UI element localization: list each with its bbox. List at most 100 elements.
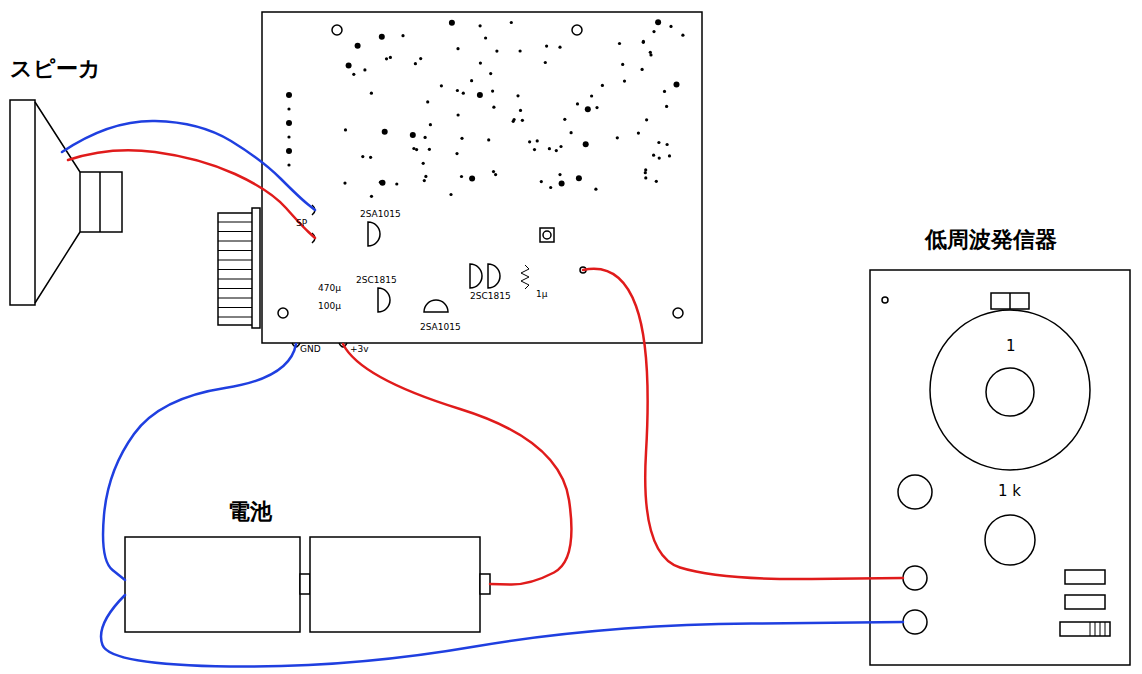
pcb-hole: [355, 43, 361, 49]
pcb-hole: [370, 92, 373, 95]
part-label: 1μ: [536, 290, 547, 300]
terminal-label: SP: [296, 219, 307, 229]
battery-cell: [125, 537, 300, 632]
pcb-hole: [616, 136, 619, 139]
pcb-hole: [412, 147, 415, 150]
wheel-ridge: [218, 222, 252, 223]
pcb-hole: [352, 73, 355, 76]
pcb-hole: [555, 149, 558, 152]
pcb-hole: [637, 132, 640, 135]
pcb-hole: [545, 45, 548, 48]
pcb-hole: [570, 131, 573, 134]
wheel-ridge: [218, 307, 252, 308]
pcb-hole: [563, 118, 566, 121]
pcb-hole: [536, 139, 539, 142]
pcb-hole: [449, 193, 452, 196]
pcb-hole: [382, 129, 388, 135]
pcb-hole: [287, 135, 290, 138]
frequency-dial: [930, 310, 1090, 470]
pcb-hole: [462, 92, 465, 95]
speaker-frame: [10, 100, 35, 305]
dial-pointer: [1009, 293, 1011, 309]
pcb-hole: [343, 182, 346, 185]
pcb-hole: [590, 94, 593, 97]
wire: [68, 150, 315, 238]
pcb-hole: [423, 179, 426, 182]
wheel-ridge: [218, 298, 252, 299]
wire: [62, 121, 315, 210]
wheel-ridge: [218, 241, 252, 242]
pcb-hole: [642, 40, 645, 43]
pcb-hole: [644, 171, 647, 174]
battery: 電池: [120, 495, 495, 635]
pcb-hole: [559, 145, 562, 148]
part-label: 2SC1815: [356, 276, 397, 286]
pcb-hole: [512, 120, 515, 123]
pcb-hole: [594, 188, 597, 191]
speaker-magnet-line: [99, 172, 101, 232]
volume-wheel: [218, 213, 256, 325]
trimmer-symbol: [543, 231, 551, 239]
pcb-hole: [440, 84, 443, 87]
pcb-hole: [363, 68, 366, 71]
part-label: 100μ: [318, 302, 341, 312]
pcb-hole: [424, 136, 427, 139]
wheel-ridge: [218, 317, 252, 318]
pcb-hole: [379, 181, 382, 184]
terminal-label: GND: [300, 345, 321, 355]
pcb-hole: [494, 173, 497, 176]
pcb-hole: [484, 36, 487, 39]
speaker-label: スピーカ: [10, 57, 101, 81]
wheel-ridge: [218, 279, 252, 280]
pcb-hole: [674, 82, 680, 88]
pcb-hole: [344, 128, 347, 131]
pcb-hole: [395, 182, 398, 185]
dial-number: 1: [1006, 338, 1016, 355]
pcb-hole: [477, 92, 483, 98]
battery-terminal: [480, 574, 490, 594]
volume-shaft: [252, 208, 260, 328]
pcb-hole: [455, 152, 458, 155]
pcb-hole: [668, 154, 671, 157]
wheel-ridge: [218, 260, 252, 261]
speaker-cone: [35, 102, 80, 303]
pcb-hole: [492, 106, 495, 109]
pcb-hole: [479, 62, 482, 65]
pcb-hole: [642, 41, 645, 44]
pcb-hole: [492, 170, 495, 173]
pcb-hole: [595, 106, 598, 109]
pcb-hole: [652, 30, 655, 33]
wire: [101, 595, 903, 667]
pcb-hole: [361, 155, 364, 158]
pcb-hole: [419, 57, 422, 60]
oscillator-switch: [1065, 595, 1105, 609]
transistor-symbol: [424, 300, 448, 312]
pcb-hole: [576, 175, 582, 181]
pcb-hole: [533, 148, 536, 151]
pcb-hole: [549, 186, 552, 189]
transistor-symbol: [368, 222, 380, 246]
oscillator-label: 低周波発信器: [925, 228, 1057, 252]
pcb-hole: [601, 84, 604, 87]
pcb-hole: [576, 102, 579, 105]
pcb-hole: [385, 57, 388, 60]
resistor-symbol: [521, 265, 529, 289]
pcb-hole: [618, 42, 621, 45]
pcb-hole: [456, 89, 459, 92]
pcb-hole: [669, 25, 672, 28]
pcb-hole: [658, 157, 661, 160]
pcb-hole: [655, 180, 658, 183]
pcb-hole: [424, 175, 427, 178]
oscillator: 低周波発信器11 k: [868, 228, 1132, 668]
part-label: 2SC1815: [470, 292, 511, 302]
pcb-hole: [681, 34, 684, 37]
pcb-hole: [460, 137, 463, 140]
wheel-ridge: [218, 231, 252, 232]
pcb-hole: [428, 148, 431, 151]
pcb-hole: [558, 46, 561, 49]
battery-label: 電池: [228, 500, 272, 524]
mount-hole: [278, 308, 288, 318]
pcb-hole: [585, 106, 591, 112]
